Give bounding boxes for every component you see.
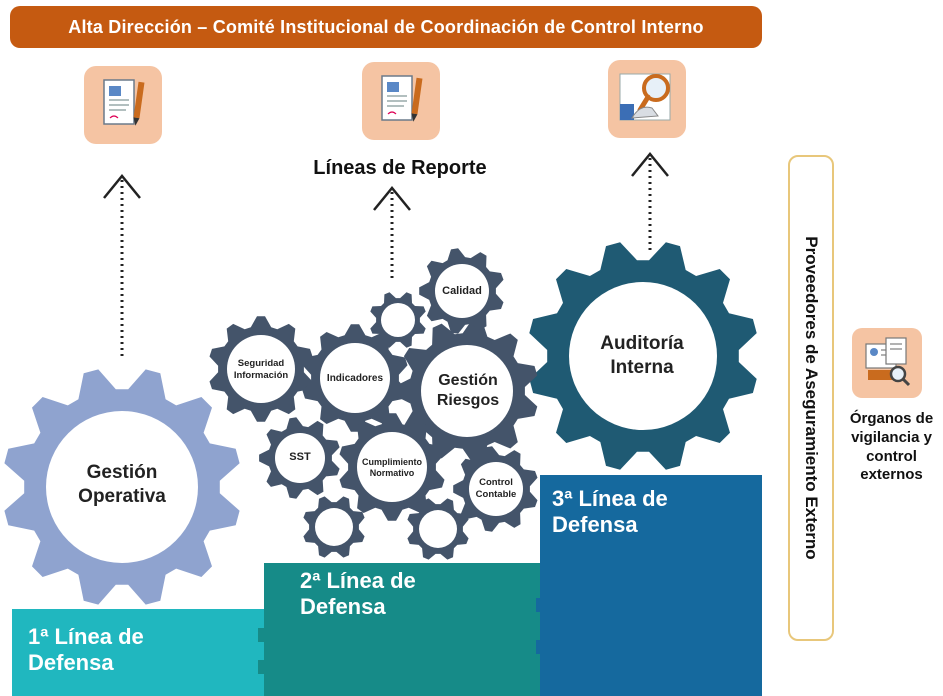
header-banner: Alta Dirección – Comité Institucional de… [10, 6, 762, 48]
first-line-of-defense-label: 1ª Línea de Defensa [28, 624, 144, 676]
third-line-of-defense-label: 3ª Línea de Defensa [552, 486, 668, 538]
document-pen-icon-2 [362, 62, 440, 140]
gear-gestion-operativa [4, 369, 240, 605]
oversight-bodies-icon [852, 328, 922, 398]
gear-indicadores [302, 324, 408, 432]
gear-label-auditoria-interna: Auditoría Interna [600, 333, 684, 378]
gear-gestion-riesgos [395, 319, 538, 463]
gear-sst [259, 417, 340, 499]
oversight-bodies-label: Órganos de vigilancia y control externos [849, 410, 934, 484]
gear-label-control-contable: Control Contable [475, 477, 517, 500]
external-assurance-label: Proveedores de Aseguramiento Externo [802, 236, 821, 560]
gear-auditoria-interna [529, 242, 757, 470]
gear-small-top [370, 292, 426, 348]
reporting-lines-label: Líneas de Reporte [313, 157, 487, 179]
magnifier-document-icon [608, 60, 686, 138]
gear-label-seguridad-informacion: Seguridad Información [233, 358, 289, 381]
gear-label-calidad: Calidad [442, 285, 482, 298]
reporting-arrows [103, 152, 669, 360]
gear-label-gestion-operativa: Gestión Operativa [78, 462, 166, 507]
gear-small-bottom-right [407, 498, 469, 560]
document-pen-icon-1 [84, 66, 162, 144]
gear-label-cumplimiento-normativo: Cumplimiento Normativo [362, 456, 422, 478]
gear-seguridad-informacion [209, 316, 313, 422]
gear-cumplimiento-normativo [339, 413, 445, 521]
header-title: Alta Dirección – Comité Institucional de… [68, 16, 704, 37]
gear-label-gestion-riesgos: Gestión Riesgos [436, 372, 500, 409]
second-line-of-defense-label: 2ª Línea de Defensa [300, 568, 416, 620]
gear-label-sst: SST [289, 451, 311, 464]
gear-calidad [419, 248, 504, 334]
defense-steps [12, 475, 762, 696]
gear-control-contable [453, 446, 538, 532]
gear-label-indicadores: Indicadores [326, 372, 384, 384]
gear-small-bottom-left [303, 496, 365, 558]
external-assurance-box [788, 155, 834, 641]
